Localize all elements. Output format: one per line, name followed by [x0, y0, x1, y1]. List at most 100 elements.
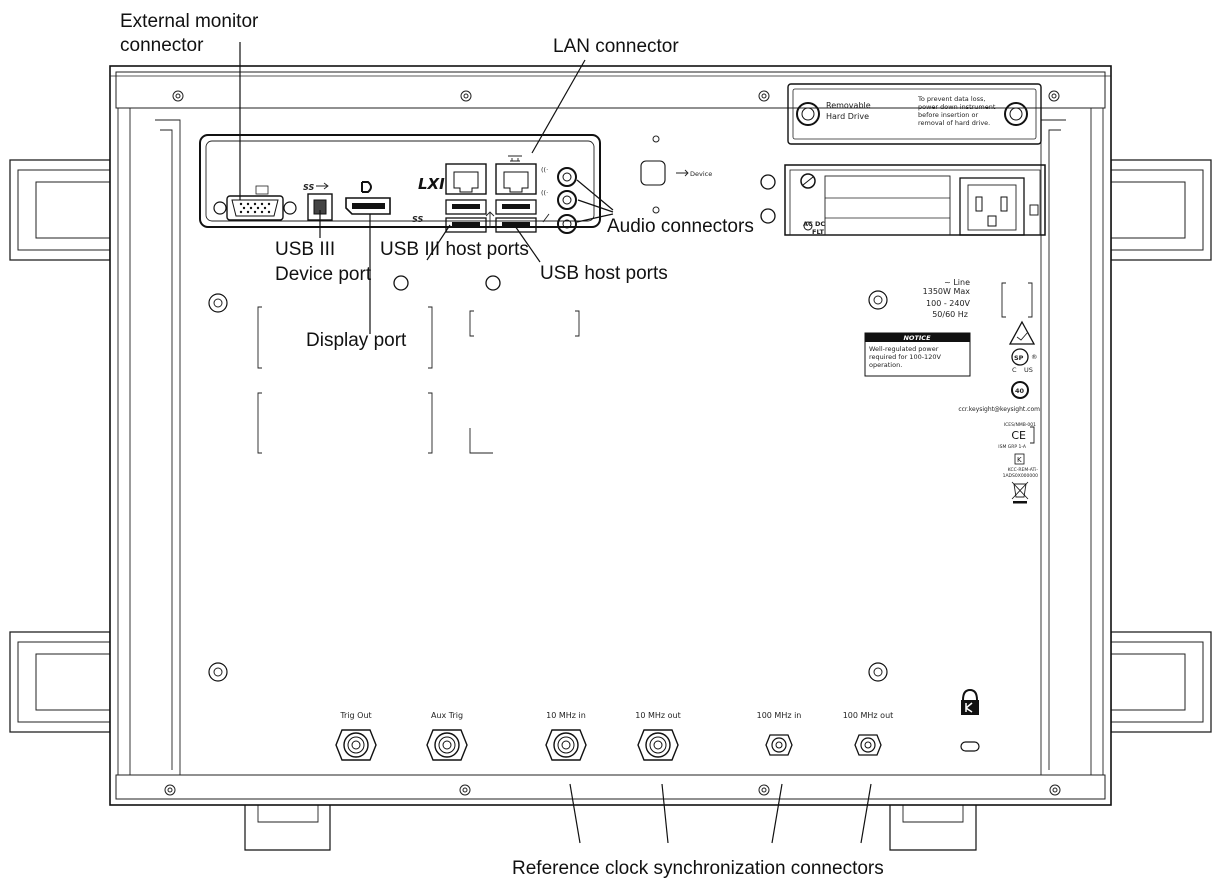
aux-trig-connector: Aux Trig — [426, 711, 468, 761]
kcc-line2: 1ADS0X000000 — [1003, 473, 1039, 479]
ss-host-label: SS — [412, 215, 423, 224]
external-monitor-callout-line2: connector — [120, 35, 204, 56]
psu-screw — [800, 173, 816, 189]
notice-line1: Well-regulated power — [869, 345, 939, 353]
regulatory-marks: SP C US ® 40 ccr.keysight@keysight.com I… — [958, 320, 1040, 504]
network-icon — [508, 155, 522, 162]
ac-label: AC — [803, 220, 813, 228]
aux-trig-label: Aux Trig — [431, 711, 463, 720]
forty-text: 40 — [1015, 387, 1025, 395]
data-loss-line1: To prevent data loss, — [917, 95, 985, 103]
data-loss-line3: before insertion or — [918, 111, 978, 119]
registered-icon: ® — [1031, 353, 1038, 361]
ten-mhz-in-label: 10 MHz in — [546, 711, 586, 720]
csa-icon — [1011, 348, 1029, 366]
display-port-callout: Display port — [306, 330, 407, 351]
usb3-host-ports: SS — [412, 199, 487, 233]
reference-clock-callout: Reference clock synchronization connecto… — [512, 858, 884, 879]
notice-label: NOTICE Well-regulated power required for… — [864, 332, 971, 377]
lan-connector-callout: LAN connector — [553, 36, 679, 57]
trig-out-connector: Trig Out — [335, 711, 377, 761]
external-monitor-callout-line1: External monitor — [120, 11, 259, 32]
ten-mhz-out-label: 10 MHz out — [635, 711, 680, 720]
audio-out-icon: ((· — [541, 166, 548, 174]
kensington-lock — [960, 688, 980, 752]
line-text: ~ Line — [944, 278, 970, 287]
lan-port-2 — [495, 163, 537, 195]
leader-lines — [239, 42, 872, 844]
lxi-logo: LXI — [418, 175, 445, 193]
hundred-mhz-in-label: 100 MHz in — [757, 711, 802, 720]
usb3-device-callout-line2: Device port — [275, 264, 372, 285]
frequency-text: 50/60 Hz — [932, 310, 968, 319]
hundred-mhz-out-connector: 100 MHz out — [843, 711, 894, 756]
notice-line3: operation. — [869, 361, 902, 369]
dc-label: DC — [815, 220, 825, 228]
csa-us-text: US — [1024, 366, 1033, 374]
voltage-text: 100 - 240V — [926, 299, 971, 308]
removable-hard-drive: Removable Hard Drive To prevent data los… — [787, 83, 1042, 145]
device-label: Device — [690, 170, 712, 178]
ices-text: ICES/NMB-001 — [1004, 422, 1036, 428]
hdd-right-screw — [1004, 102, 1028, 126]
right-foot — [889, 805, 977, 851]
removable-label-line1: Removable — [826, 101, 871, 110]
data-loss-line2: power down instrument — [918, 103, 996, 111]
ss-label: SS — [303, 183, 314, 192]
ten-mhz-in-connector: 10 MHz in — [545, 711, 587, 761]
forty-year-icon — [1011, 381, 1029, 399]
trig-out-label: Trig Out — [339, 711, 371, 720]
data-loss-line4: removal of hard drive. — [918, 119, 990, 127]
usb-host-ports-callout: USB host ports — [540, 263, 668, 284]
right-lower-handle — [1110, 631, 1212, 733]
mic-icon — [542, 213, 550, 223]
lock-icon — [962, 688, 978, 701]
left-upper-handle — [9, 159, 111, 261]
blank-slot-outlines — [257, 282, 1033, 454]
screw-bosses — [208, 290, 888, 682]
kcc-line1: KCC-REM-ATi- — [1008, 467, 1039, 473]
callouts: External monitor connector LAN connector… — [120, 11, 884, 879]
rcm-icon — [1008, 320, 1036, 345]
csa-sp-text: SP — [1014, 354, 1024, 362]
mounting-holes — [393, 174, 776, 291]
notice-title: NOTICE — [903, 334, 931, 342]
device-usb-indicator: Device — [640, 135, 712, 214]
ce-mark: CE — [1011, 429, 1026, 442]
notice-line2: required for 100-120V — [869, 353, 941, 361]
left-lower-handle — [9, 631, 111, 733]
bnc-connectors: Trig Out Aux Trig 10 MHz in 10 MHz out — [335, 711, 894, 761]
usb-trident-icon — [485, 211, 495, 228]
ism-text: ISM GRP 1-A — [998, 444, 1027, 450]
flt-label: FLT — [812, 228, 825, 236]
usb-device-icon — [676, 169, 689, 177]
audio-jacks: ((· ((· — [541, 166, 577, 234]
kc-icon — [1014, 453, 1025, 465]
power-supply-module: AC DC FLT — [784, 164, 1046, 236]
left-foot — [244, 805, 331, 851]
kc-letter: K — [1017, 456, 1022, 464]
power-rating-label: ~ Line 1350W Max 100 - 240V 50/60 Hz — [923, 278, 971, 319]
usb3-host-ports-callout: USB III host ports — [380, 239, 529, 260]
ten-mhz-out-connector: 10 MHz out — [635, 711, 681, 761]
display-port-connector — [345, 181, 391, 215]
top-screws — [172, 90, 1060, 102]
removable-label-line2: Hard Drive — [826, 112, 869, 121]
lan-port-1 — [445, 163, 487, 195]
io-plate: SS LXI SS — [199, 134, 601, 234]
hundred-mhz-out-label: 100 MHz out — [843, 711, 894, 720]
right-upper-handle — [1110, 159, 1212, 261]
csa-c-text: C — [1012, 366, 1017, 374]
hundred-mhz-in-connector: 100 MHz in — [757, 711, 802, 756]
usb-host-ports — [495, 199, 537, 233]
max-power-text: 1350W Max — [923, 287, 971, 296]
hdd-left-screw — [796, 102, 820, 126]
weee-bin-icon — [1011, 481, 1029, 504]
audio-in-icon: ((· — [541, 189, 548, 197]
usb3-device-callout-line1: USB III — [275, 239, 335, 260]
lock-slot — [960, 741, 980, 752]
displayport-icon — [361, 181, 372, 193]
vga-connector — [213, 185, 297, 221]
audio-connectors-callout: Audio connectors — [607, 216, 754, 237]
